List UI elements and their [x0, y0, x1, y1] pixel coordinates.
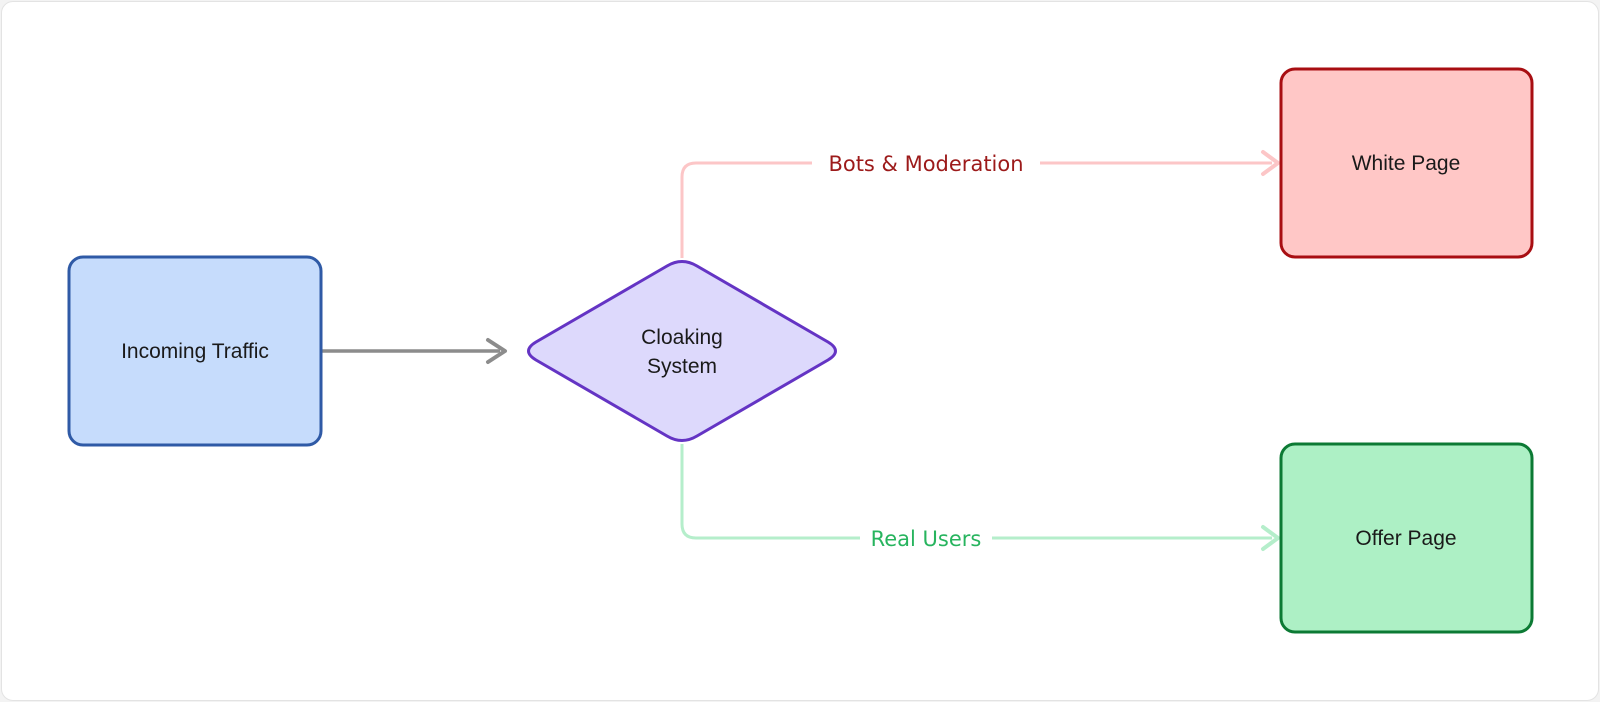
edge-label-real-users: Real Users	[871, 527, 982, 551]
arrowhead-icon	[1261, 525, 1280, 551]
node-incoming-traffic[interactable]: Incoming Traffic	[67, 255, 323, 447]
node-label-line-2: System	[647, 355, 717, 378]
edge-incoming-to-cloaking	[322, 338, 507, 364]
node-label-line-1: Cloaking	[641, 326, 723, 349]
arrowhead-icon	[1261, 150, 1280, 176]
edge-line	[680, 161, 812, 258]
node-label: White Page	[1352, 152, 1461, 175]
edge-label-bots-moderation: Bots & Moderation	[828, 152, 1023, 176]
node-offer-page[interactable]: Offer Page	[1279, 442, 1534, 634]
node-box	[1279, 67, 1534, 259]
node-label: Offer Page	[1355, 527, 1456, 550]
node-box	[67, 255, 323, 447]
edge-line	[680, 444, 860, 540]
edge-bots-moderation: Bots & Moderation	[680, 150, 1280, 258]
node-cloaking-system[interactable]: Cloaking System	[527, 260, 837, 442]
edge-real-users: Real Users	[680, 444, 1280, 551]
arrowhead-icon	[486, 338, 507, 364]
node-white-page[interactable]: White Page	[1279, 67, 1534, 259]
decision-diamond	[527, 260, 837, 442]
node-box	[1279, 442, 1534, 634]
node-label: Incoming Traffic	[121, 340, 269, 363]
